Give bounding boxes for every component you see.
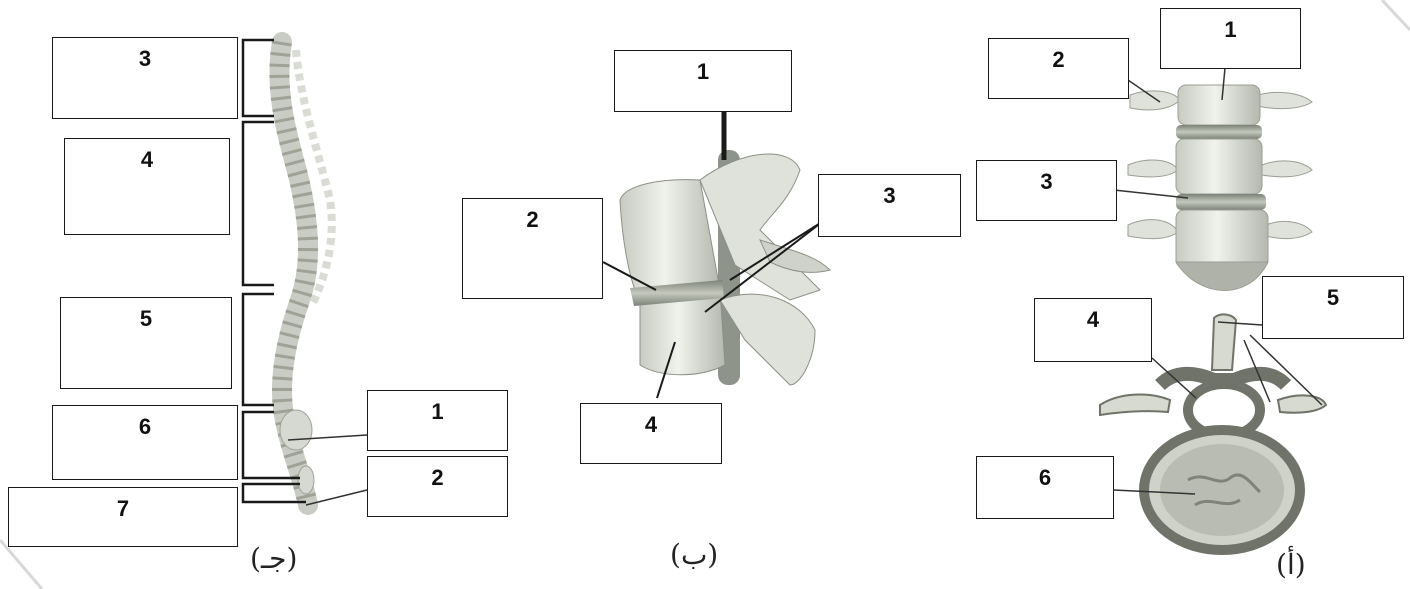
label-box-a-1[interactable]: 1: [1160, 8, 1301, 69]
label-box-b-3[interactable]: 3: [818, 174, 961, 237]
vertebrae-anterior-illustration: [1127, 84, 1313, 291]
label-box-c-7[interactable]: 7: [8, 487, 238, 547]
label-box-c-4[interactable]: 4: [64, 138, 230, 235]
label-box-b-1[interactable]: 1: [614, 50, 792, 112]
label-box-a-3[interactable]: 3: [976, 160, 1117, 221]
label-box-c-2[interactable]: 2: [367, 456, 508, 517]
caption-b: (ب): [670, 538, 719, 571]
label-box-a-4[interactable]: 4: [1034, 298, 1152, 362]
spine-brackets: [241, 38, 306, 504]
page-corner-bottom-left: [0, 539, 44, 589]
caption-a: (أ): [1276, 548, 1306, 581]
label-box-a-5[interactable]: 5: [1262, 276, 1404, 339]
page-corner-top-right: [1380, 0, 1410, 32]
label-box-a-6[interactable]: 6: [976, 456, 1114, 519]
vertebrae-lateral-illustration: [619, 150, 831, 386]
label-box-a-2[interactable]: 2: [988, 38, 1129, 99]
spine-illustration: [269, 32, 336, 515]
caption-c: (جـ): [250, 542, 298, 575]
label-box-c-3[interactable]: 3: [52, 37, 238, 119]
label-box-c-5[interactable]: 5: [60, 297, 232, 389]
label-box-c-1[interactable]: 1: [367, 390, 508, 451]
label-box-b-4[interactable]: 4: [580, 403, 722, 464]
label-box-c-6[interactable]: 6: [52, 405, 238, 480]
label-box-b-2[interactable]: 2: [462, 198, 603, 299]
vertebra-superior-illustration: [1099, 313, 1328, 555]
